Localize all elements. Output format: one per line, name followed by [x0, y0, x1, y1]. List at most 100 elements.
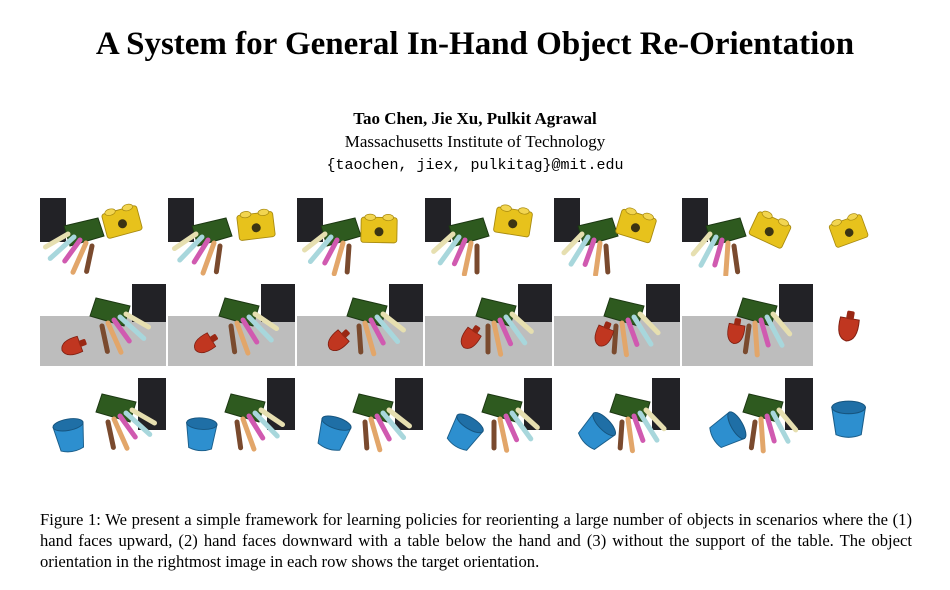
robot-finger: [643, 407, 667, 432]
robot-arm-base: [554, 198, 580, 242]
target-panel-row-2: [815, 280, 920, 372]
robot-finger: [362, 320, 377, 357]
robot-finger: [171, 231, 199, 252]
robot-finger: [451, 237, 468, 267]
sequence-panel-row-3-frame-2: [168, 374, 295, 466]
bottle-icon: [61, 335, 87, 356]
robot-finger: [509, 311, 534, 334]
robot-finger: [593, 240, 603, 276]
robot-finger: [731, 243, 741, 275]
robot-arm-base: [168, 198, 194, 242]
robot-finger: [200, 240, 217, 276]
paper-title: A System for General In-Hand Object Re-O…: [95, 26, 855, 62]
robot-finger: [386, 407, 412, 429]
robot-finger: [84, 243, 95, 274]
robot-finger: [625, 317, 640, 347]
robot-finger: [603, 243, 611, 275]
figure-1: [40, 186, 920, 476]
robot-finger: [515, 407, 540, 430]
figure-caption: Figure 1: We present a simple framework …: [40, 509, 912, 571]
robot-finger: [690, 231, 713, 257]
robot-finger: [380, 410, 407, 441]
sequence-panel-row-1-frame-1: [40, 186, 166, 276]
robot-finger: [617, 419, 625, 451]
robot-finger: [611, 323, 619, 355]
robot-finger: [568, 234, 591, 267]
paper-authors: Tao Chen, Jie Xu, Pulkit Agrawal: [353, 109, 597, 128]
robot-finger: [246, 413, 266, 441]
sequence-panel-row-3-frame-6: [682, 374, 813, 466]
robot-finger: [228, 323, 238, 355]
robot-finger: [758, 317, 771, 348]
robot-finger: [619, 320, 629, 358]
robot-arm-base: [425, 198, 451, 242]
cup-icon: [831, 400, 867, 438]
robot-finger: [723, 240, 731, 276]
lego-block-icon: [828, 213, 869, 248]
robot-finger: [374, 314, 401, 345]
robot-arm-base: [389, 284, 423, 322]
robot-finger: [331, 240, 346, 276]
robot-finger: [62, 237, 83, 264]
sequence-panel-row-3-frame-4: [425, 374, 552, 466]
robot-finger: [503, 413, 520, 443]
sequence-panel-row-2-frame-1: [40, 280, 166, 372]
robot-finger: [437, 234, 462, 266]
robot-finger: [362, 419, 370, 451]
robot-finger: [177, 234, 205, 263]
robot-finger: [240, 416, 257, 452]
cup-icon: [709, 411, 747, 449]
robot-finger: [246, 314, 274, 343]
lego-block-icon: [101, 203, 143, 239]
robot-finger: [99, 323, 110, 354]
robot-finger: [252, 410, 280, 439]
bottle-icon: [194, 332, 218, 354]
lego-block-icon: [493, 204, 533, 238]
sequence-panel-row-2-frame-6: [682, 280, 813, 372]
robot-finger: [368, 317, 386, 346]
robot-finger: [461, 240, 474, 276]
robot-finger: [129, 407, 158, 426]
robot-finger: [252, 311, 280, 332]
robot-finger: [776, 407, 799, 433]
robot-finger: [258, 407, 286, 428]
robot-finger: [758, 416, 766, 454]
robot-finger: [770, 410, 791, 444]
robot-finger: [742, 323, 752, 355]
robot-finger: [509, 410, 534, 442]
robot-finger: [302, 231, 328, 253]
lego-block-icon: [236, 208, 276, 241]
paper-affiliation: Massachusetts Institute of Technology: [344, 132, 606, 151]
sequence-panel-row-1-frame-4: [425, 186, 552, 276]
robot-finger: [105, 320, 124, 355]
robot-arm-base: [682, 198, 708, 242]
bottle-icon: [460, 325, 482, 349]
paper-email: {taochen, jiex, pulkitag}@mit.edu: [326, 157, 624, 174]
sequence-panel-row-2-frame-3: [297, 280, 423, 372]
robot-finger: [491, 320, 504, 357]
robot-finger: [764, 314, 785, 348]
robot-finger: [117, 314, 147, 341]
robot-finger: [240, 317, 260, 345]
sequence-panel-row-3-frame-3: [297, 374, 423, 466]
robot-finger: [356, 323, 364, 355]
sequence-panel-row-1-frame-5: [554, 186, 680, 276]
robot-finger: [631, 413, 646, 443]
cup-icon: [186, 417, 218, 452]
sequence-panel-row-2-frame-2: [168, 280, 295, 372]
robot-finger: [117, 413, 138, 440]
robot-finger: [213, 243, 223, 275]
bottle-icon: [727, 318, 746, 345]
robot-finger: [770, 311, 793, 337]
robot-arm-base: [395, 378, 423, 430]
robot-finger: [503, 314, 528, 346]
robot-finger: [698, 234, 719, 268]
robot-finger: [582, 237, 597, 267]
cup-icon: [446, 413, 484, 451]
robot-arm-base: [297, 198, 323, 242]
lego-block-icon: [360, 213, 398, 244]
robot-finger: [307, 234, 334, 265]
sequence-panel-row-1-frame-6: [682, 186, 813, 276]
robot-finger: [322, 237, 340, 266]
robot-finger: [344, 243, 352, 275]
